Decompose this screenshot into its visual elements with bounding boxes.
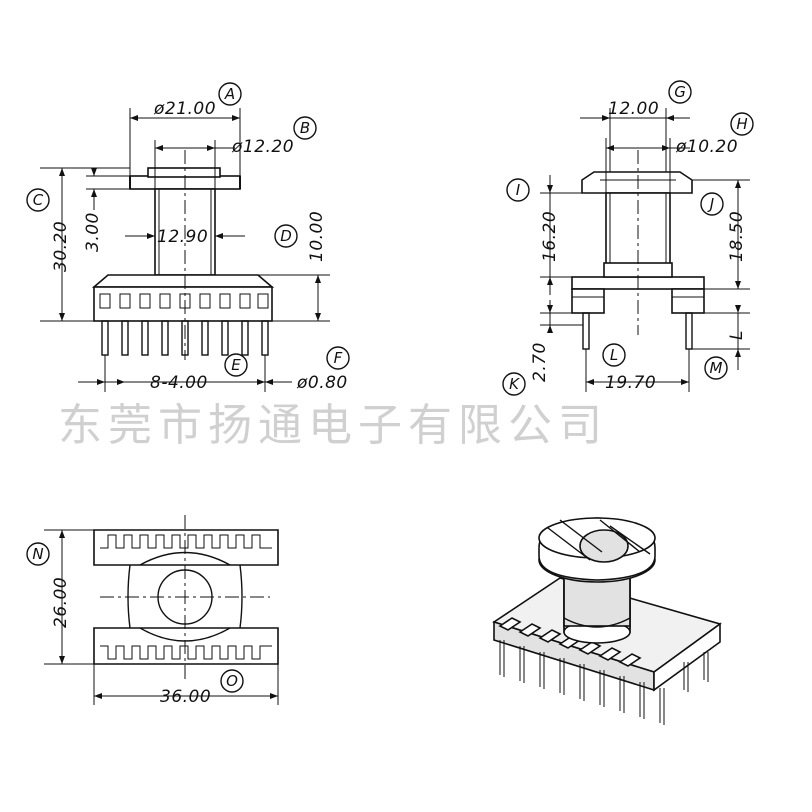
front-pin-diameter: ø0.80 [296, 373, 348, 393]
front-view: ø21.00 ø12.20 12.90 30.20 3.00 10.00 8-4… [40, 99, 348, 393]
side-view: 12.00 ø10.20 16.20 18.50 2.70 19.70 L [530, 99, 750, 393]
side-height-to-base: 18.50 [727, 211, 747, 262]
svg-text:O: O [226, 672, 238, 690]
isometric-view [492, 517, 722, 725]
svg-text:A: A [224, 85, 235, 103]
side-pin-span: 19.70 [605, 373, 656, 393]
svg-text:B: B [300, 119, 310, 137]
side-winding-height: 16.20 [540, 211, 560, 262]
svg-text:I: I [516, 181, 521, 199]
callout-b: B [293, 116, 317, 140]
front-pin-pitch: 8-4.00 [150, 373, 208, 393]
callout-c: C [26, 188, 50, 212]
svg-text:K: K [509, 375, 520, 393]
svg-text:C: C [33, 191, 44, 209]
callout-n: N [26, 542, 50, 566]
callout-d: D [274, 224, 298, 248]
side-pin-length-label: L [727, 330, 747, 340]
front-flange-diameter: ø21.00 [153, 99, 216, 119]
svg-text:E: E [231, 356, 241, 374]
front-base-height: 10.00 [307, 211, 327, 262]
company-watermark: 东莞市扬通电子有限公司 [58, 400, 608, 451]
svg-text:L: L [610, 346, 618, 364]
front-total-height: 30.20 [51, 221, 71, 272]
svg-text:M: M [710, 359, 723, 377]
svg-text:D: D [280, 227, 292, 245]
callout-j: J [700, 192, 724, 216]
svg-text:H: H [736, 115, 747, 133]
bottom-depth: 26.00 [51, 577, 71, 628]
side-pin-offset: 2.70 [530, 342, 550, 382]
svg-text:F: F [334, 349, 343, 367]
callout-f: F [326, 346, 350, 370]
front-bore-diameter: ø12.20 [231, 137, 294, 157]
callout-k: K [502, 372, 526, 396]
bottom-view: 26.00 36.00 [44, 515, 279, 707]
callout-l: L [602, 343, 626, 367]
front-core-width: 12.90 [157, 227, 208, 247]
svg-text:G: G [674, 83, 686, 101]
callout-i: I [506, 178, 530, 202]
side-top-width: 12.00 [608, 99, 659, 119]
callout-a: A [218, 82, 242, 106]
callout-o: O [220, 669, 244, 693]
callout-m: M [704, 356, 728, 380]
callout-h: H [730, 112, 754, 136]
svg-text:N: N [32, 545, 43, 563]
side-bore-diameter: ø10.20 [675, 137, 738, 157]
front-flange-thickness: 3.00 [83, 212, 103, 252]
svg-text:J: J [707, 195, 714, 213]
callout-e: E [224, 353, 248, 377]
bottom-width: 36.00 [160, 687, 211, 707]
callout-g: G [668, 80, 692, 104]
callout-bubbles: A B C D E F G H [26, 80, 754, 693]
